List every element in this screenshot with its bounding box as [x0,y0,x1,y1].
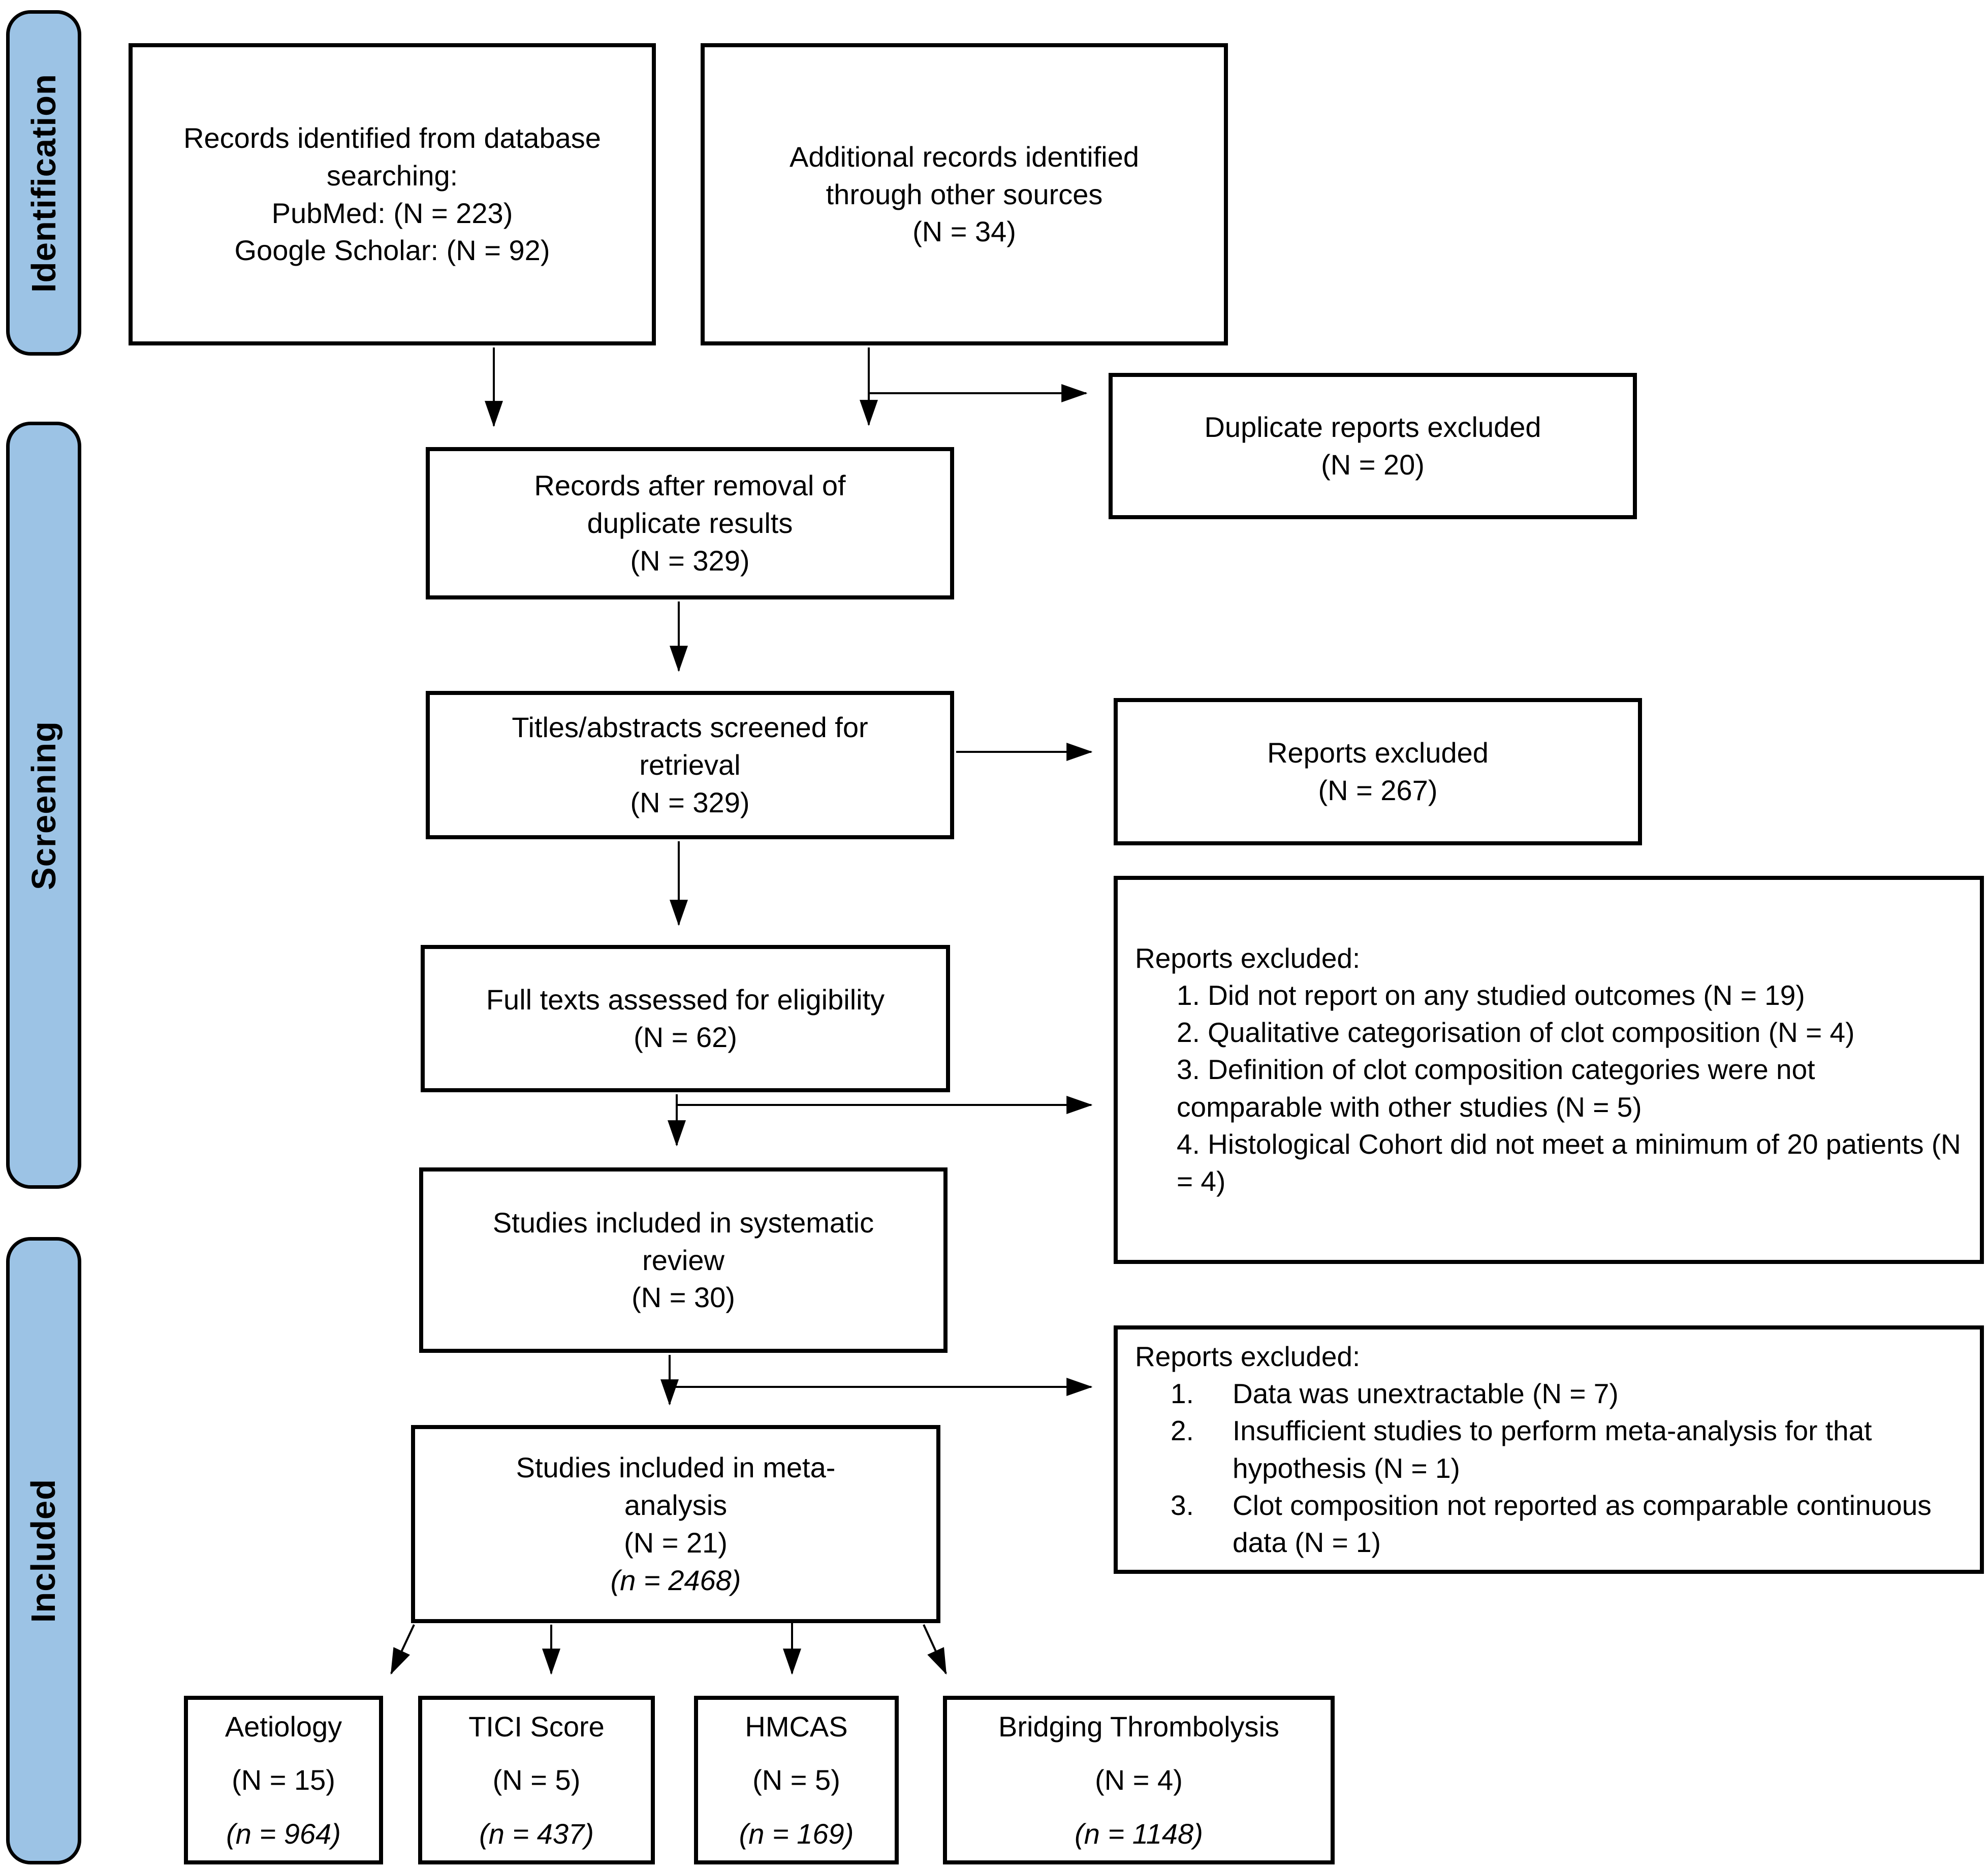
box-text-line: (N = 62) [634,1021,737,1053]
excluded-item: 1. Data was unextractable (N = 7) [1171,1375,1968,1412]
box-additional-records: Additional records identified through ot… [701,43,1228,345]
excluded-item-text: Clot composition not reported as compara… [1233,1489,1932,1558]
excluded-item-text: Data was unextractable (N = 7) [1233,1378,1619,1410]
box-text-line: review [642,1244,724,1276]
box-text-line: retrieval [639,749,741,781]
arrow-meta-to-aetiology [390,1624,415,1675]
box-text-line: Full texts assessed for eligibility [486,984,885,1016]
box-text-line: Studies included in meta- [516,1451,836,1484]
outcome-n-small: (n = 1148) [1075,1817,1203,1850]
box-text-line: (N = 267) [1318,774,1438,806]
outcome-n: (N = 4) [1095,1764,1183,1796]
outcome-n: (N = 15) [232,1764,335,1796]
outcome-label: Aetiology [225,1711,342,1743]
excluded-title: Reports excluded: [1135,1341,1361,1373]
outcome-label: Bridging Thrombolysis [998,1711,1279,1743]
box-text-line: (N = 20) [1321,449,1425,481]
box-duplicates-excluded: Duplicate reports excluded (N = 20) [1109,373,1637,519]
excluded-item: 3. Clot composition not reported as comp… [1171,1487,1968,1561]
outcome-n: (N = 5) [492,1764,581,1796]
outcome-n: (N = 5) [752,1764,840,1796]
box-text-line: (N = 329) [630,786,750,818]
excluded-item: 2. Insufficient studies to perform meta-… [1171,1412,1968,1486]
arrow-meta-to-bridging [923,1624,947,1675]
excluded-item: 4. Histological Cohort did not meet a mi… [1177,1128,1961,1197]
stage-included: Included [6,1237,81,1864]
outcome-n-small: (n = 169) [739,1817,854,1850]
box-text-line: (N = 34) [912,215,1016,248]
box-systematic-review: Studies included in systematic review (N… [419,1167,948,1353]
box-text-line: Titles/abstracts screened for [512,711,868,744]
box-excluded-meta: Reports excluded: 1. Data was unextracta… [1114,1325,1984,1574]
box-outcome-aetiology: Aetiology (N = 15) (n = 964) [184,1696,383,1864]
outcome-label: HMCAS [745,1711,848,1743]
box-text-line: (N = 21) [624,1527,728,1559]
outcome-n-small: (n = 964) [226,1817,341,1850]
box-text-line: PubMed: (N = 223) [271,197,513,229]
box-text-line: Additional records identified [790,140,1139,173]
box-text-line: Records identified from database [183,121,601,154]
excluded-item: 1. Did not report on any studied outcome… [1177,979,1805,1011]
excluded-item: 2. Qualitative categorisation of clot co… [1177,1017,1855,1049]
box-text-line: duplicate results [587,507,793,540]
box-titles-abstracts-screened: Titles/abstracts screened for retrieval … [426,691,954,839]
box-text-line: Duplicate reports excluded [1204,411,1541,444]
excluded-item: 3. Definition of clot composition catego… [1177,1054,1815,1123]
box-text-line: (N = 30) [632,1281,735,1314]
excluded-item-text: Insufficient studies to perform meta-ana… [1233,1415,1872,1484]
stage-identification-label: Identification [24,73,63,293]
box-meta-analysis: Studies included in meta- analysis (N = … [411,1425,940,1623]
stage-screening-label: Screening [24,720,63,890]
box-outcome-bridging-thrombolysis: Bridging Thrombolysis (N = 4) (n = 1148) [943,1696,1335,1864]
box-records-identified: Records identified from database searchi… [129,43,656,345]
box-text-line: (N = 329) [630,544,750,577]
box-outcome-hmcas: HMCAS (N = 5) (n = 169) [694,1696,899,1864]
stage-screening: Screening [6,422,81,1189]
outcome-label: TICI Score [468,1711,605,1743]
box-reports-excluded-267: Reports excluded (N = 267) [1114,698,1642,845]
excluded-title: Reports excluded: [1135,942,1361,974]
box-outcome-tici-score: TICI Score (N = 5) (n = 437) [418,1696,655,1864]
box-excluded-eligibility: Reports excluded: 1. Did not report on a… [1114,876,1984,1264]
box-n-line: (n = 2468) [610,1564,741,1596]
box-text-line: searching: [326,159,458,192]
box-text-line: Studies included in systematic [492,1206,874,1239]
box-text-line: Google Scholar: (N = 92) [234,234,550,267]
box-records-after-removal: Records after removal of duplicate resul… [426,447,954,599]
excluded-items: 1. Did not report on any studied outcome… [1135,977,1968,1200]
excluded-item-number: 3. [1171,1489,1194,1521]
box-full-texts-assessed: Full texts assessed for eligibility (N =… [421,945,950,1092]
box-text-line: through other sources [826,178,1103,210]
box-text-line: Reports excluded [1267,737,1489,769]
stage-identification: Identification [6,10,81,356]
excluded-item-number: 1. [1171,1378,1194,1410]
excluded-item-number: 2. [1171,1415,1194,1447]
outcome-n-small: (n = 437) [479,1817,594,1850]
stage-included-label: Included [24,1478,63,1623]
box-text-line: Records after removal of [534,469,846,502]
box-text-line: analysis [624,1489,728,1522]
